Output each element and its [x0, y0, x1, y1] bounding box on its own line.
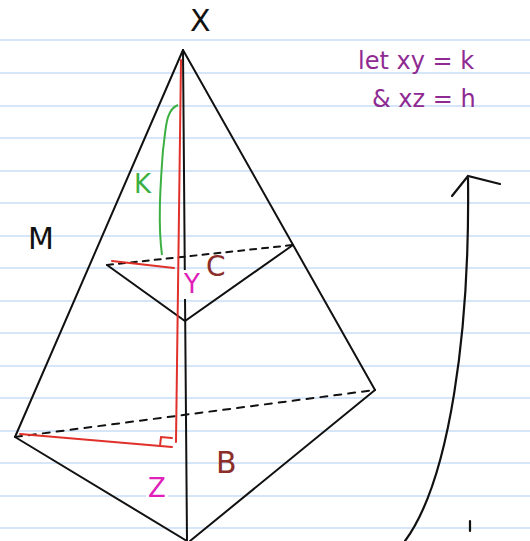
solid-label: M [26, 222, 56, 255]
point-label: Z [146, 474, 168, 503]
point-label: Y [182, 270, 202, 299]
pyramid-edges [15, 50, 375, 541]
apex-label: X [188, 4, 213, 37]
length-label: K [132, 170, 153, 199]
base-label: B [214, 446, 239, 479]
note-text: & xz = h [370, 86, 478, 112]
height-lines [20, 60, 181, 447]
section-label: C [204, 252, 228, 283]
note-text: let xy = k [356, 48, 476, 74]
k-bracket [160, 105, 178, 255]
curved-arrow [405, 176, 500, 541]
ruled-lines [0, 40, 530, 528]
